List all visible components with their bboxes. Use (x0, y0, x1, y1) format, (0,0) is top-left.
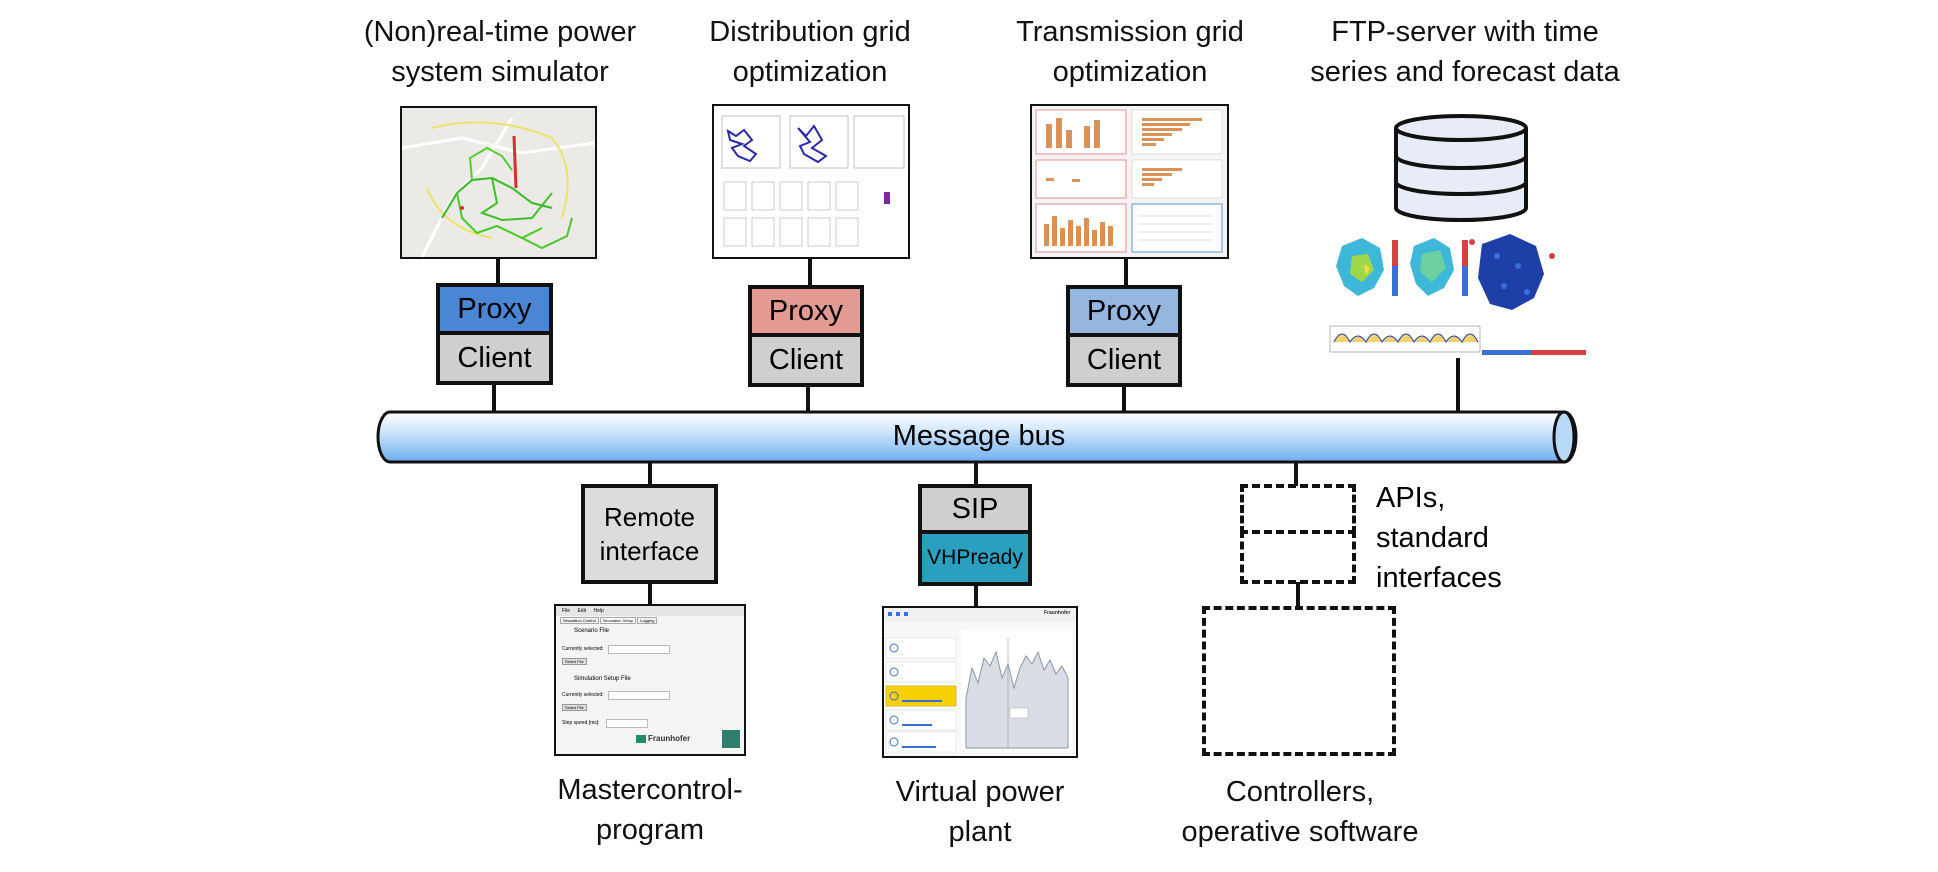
transmission-grid-screenshot (1030, 104, 1229, 259)
message-bus-label: Message bus (892, 420, 1066, 452)
scenario-path-field (608, 645, 670, 654)
caption-mastercontrol: Mastercontrol-program (557, 774, 743, 846)
connector-transmission-top (1124, 259, 1128, 287)
scenario-currently-selected: Currently selected: (562, 646, 604, 652)
message-bus: Message bus (376, 408, 1582, 466)
apis-label: APIs, standard interfaces (1376, 482, 1502, 594)
connector-transmission-bus (1122, 386, 1126, 412)
connector-ftp-bus (1456, 358, 1460, 412)
client-box-transmission: Client (1066, 333, 1182, 387)
proxy-box-transmission: Proxy (1066, 285, 1182, 337)
mastercontrol-screenshot: File Edit Help Simulation Control Simula… (554, 604, 746, 756)
tab-simulation-setup[interactable]: Simulation Setup (599, 617, 637, 624)
distribution-grid-screenshot (712, 104, 910, 259)
sip-box: SIP (918, 484, 1032, 534)
connector-distribution-top (808, 259, 812, 287)
setup-heading: Simulation Setup File (574, 676, 631, 682)
vhpready-box: VHPready (918, 530, 1032, 586)
tab-logging[interactable]: Logging (637, 617, 658, 624)
setup-currently-selected: Currently selected: (562, 692, 604, 698)
setup-select-file-button[interactable]: Select File (562, 704, 587, 711)
menu-file[interactable]: File (562, 608, 571, 614)
caption-controllers: Controllers,operative software (1181, 776, 1419, 848)
master-menubar: File Edit Help (556, 606, 744, 616)
step-speed-field[interactable] (606, 719, 648, 728)
connector-simulator-bus (492, 384, 496, 412)
connector-apis-controller (1296, 582, 1300, 608)
message-bus-pipe (376, 410, 1578, 464)
connector-vpp-screen (974, 586, 978, 606)
step-speed-label: Step speed [ms]: (562, 720, 600, 726)
connector-remote-bus (648, 462, 652, 488)
menu-help[interactable]: Help (593, 608, 604, 614)
connector-apis-bus (1294, 462, 1298, 486)
client-box-simulator: Client (436, 331, 553, 385)
tab-simulation-control[interactable]: Simulation Control (560, 617, 599, 624)
menu-edit[interactable]: Edit (577, 608, 587, 614)
database-icon (1392, 114, 1530, 222)
simulator-map-screenshot (400, 106, 597, 259)
connector-simulator-top (496, 259, 500, 285)
scenario-select-file-button[interactable]: Select File (562, 658, 587, 665)
app-logo-icon (722, 730, 740, 748)
connector-vpp-bus (974, 462, 978, 488)
api-interface-box-top (1240, 484, 1356, 534)
forecast-maps-graphic (1322, 226, 1590, 358)
master-tabs: Simulation Control Simulation Setup Logg… (560, 617, 658, 624)
client-box-distribution: Client (748, 333, 864, 387)
fraunhofer-logo: Fraunhofer (648, 734, 691, 743)
fraunhofer-logo-mark (636, 735, 646, 743)
controller-box (1202, 606, 1396, 756)
setup-path-field (608, 691, 670, 700)
vpp-screenshot: Fraunhofer (882, 606, 1078, 758)
api-interface-box-bottom (1240, 530, 1356, 584)
scenario-heading: Scenario File (574, 628, 610, 634)
connector-remote-screen (648, 584, 652, 606)
vpp-fraunhofer-logo: Fraunhofer (1044, 610, 1071, 616)
proxy-box-distribution: Proxy (748, 285, 864, 337)
proxy-box-simulator: Proxy (436, 283, 553, 335)
remote-interface-box: Remote interface (581, 484, 718, 584)
connector-distribution-bus (806, 386, 810, 412)
